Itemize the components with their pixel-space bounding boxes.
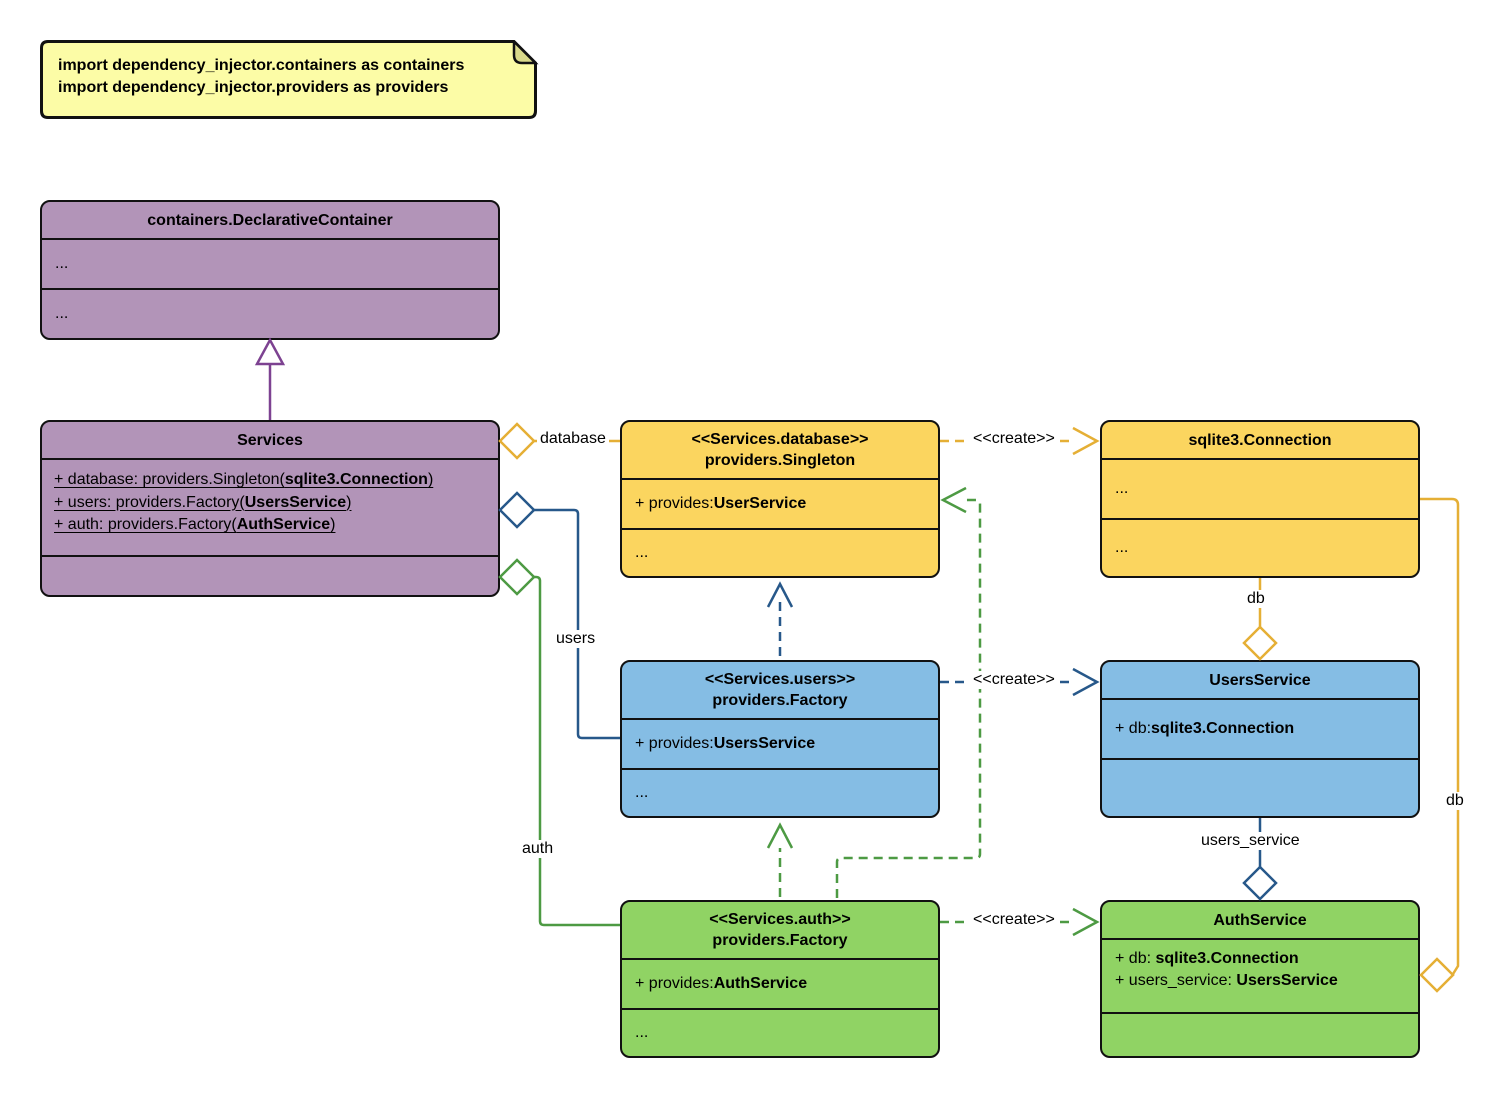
attribute-row: + db: sqlite3.Connection [1102, 698, 1418, 758]
note-line: import dependency_injector.providers as … [58, 78, 449, 96]
class-title: Services [237, 431, 303, 449]
import-note [40, 40, 539, 119]
class-services: Services + database: providers.Singleton… [40, 420, 500, 597]
class-auth-service: AuthService + db: sqlite3.Connection + u… [1100, 900, 1420, 1058]
attribute-row: + auth: providers.Factory(AuthService) [54, 516, 336, 533]
edge-db-auth-service [1419, 497, 1460, 993]
class-section-ellipsis: ... [1102, 458, 1418, 518]
edge-label-create: <<create>> [970, 671, 1058, 689]
class-sqlite3-connection: sqlite3.Connection ... ... [1100, 420, 1420, 578]
attribute-row: + users: providers.Factory(UsersService) [54, 493, 352, 511]
import-note-text: import dependency_injector.containers as… [58, 55, 464, 98]
class-stereotype: <<Services.auth>> [709, 911, 851, 928]
note-fold-icon [512, 40, 539, 65]
edge-users-service-auth [1242, 818, 1278, 901]
edge-label-database: database [537, 430, 609, 448]
attribute-row: + database: providers.Singleton(sqlite3.… [54, 471, 434, 488]
class-attributes: + database: providers.Singleton(sqlite3.… [42, 458, 498, 555]
attribute-row: + provides: UsersService [622, 718, 938, 768]
class-attributes: + db: sqlite3.Connection + users_service… [1102, 938, 1418, 1012]
edge-inheritance [254, 337, 286, 420]
class-stereotype: <<Services.database>> [691, 431, 869, 448]
class-declarative-container: containers.DeclarativeContainer ... ... [40, 200, 500, 340]
class-title: <<Services.users>> providers.Factory [622, 662, 938, 718]
edge-label-create: <<create>> [970, 911, 1058, 929]
class-section-ellipsis: ... [42, 288, 498, 338]
edge-label-users-service: users_service [1198, 832, 1303, 850]
class-factory-users: <<Services.users>> providers.Factory + p… [620, 660, 940, 818]
class-title: <<Services.auth>> providers.Factory [622, 902, 938, 958]
class-section-ellipsis: ... [622, 528, 938, 576]
class-section-ellipsis: ... [622, 1008, 938, 1056]
class-title: sqlite3.Connection [1188, 431, 1332, 449]
class-name: providers.Factory [712, 932, 848, 949]
class-section-ellipsis: ... [622, 768, 938, 816]
edge-label-users: users [553, 630, 599, 648]
note-shape [40, 40, 537, 119]
class-title: UsersService [1209, 671, 1311, 689]
edge-label-db: db [1244, 590, 1268, 608]
class-title: AuthService [1213, 911, 1307, 929]
class-section-empty [42, 555, 498, 595]
attribute-row: + db: sqlite3.Connection [1115, 950, 1299, 967]
class-stereotype: <<Services.users>> [704, 671, 856, 688]
edge-aggregation-users [498, 491, 620, 740]
class-title: <<Services.database>> providers.Singleto… [622, 422, 938, 478]
class-singleton-database: <<Services.database>> providers.Singleto… [620, 420, 940, 578]
class-section-empty [1102, 1012, 1418, 1056]
edge-dependency-auth-users [766, 822, 794, 897]
attribute-row: + users_service: UsersService [1115, 972, 1338, 989]
class-name: providers.Singleton [704, 452, 856, 469]
class-factory-auth: <<Services.auth>> providers.Factory + pr… [620, 900, 940, 1058]
class-name: providers.Factory [712, 692, 848, 709]
class-users-service: UsersService + db: sqlite3.Connection [1100, 660, 1420, 818]
edge-aggregation-auth [498, 558, 620, 927]
edge-label-db: db [1443, 792, 1467, 810]
class-section-ellipsis: ... [42, 238, 498, 288]
edge-label-create: <<create>> [970, 430, 1058, 448]
edge-label-auth: auth [519, 840, 557, 858]
attribute-row: + provides: UserService [622, 478, 938, 528]
note-line: import dependency_injector.containers as… [58, 57, 465, 74]
class-title: containers.DeclarativeContainer [147, 211, 393, 229]
attribute-row: + provides: AuthService [622, 958, 938, 1008]
class-section-ellipsis: ... [1102, 518, 1418, 576]
class-section-empty [1102, 758, 1418, 816]
edge-dependency-users-singleton [766, 581, 794, 656]
